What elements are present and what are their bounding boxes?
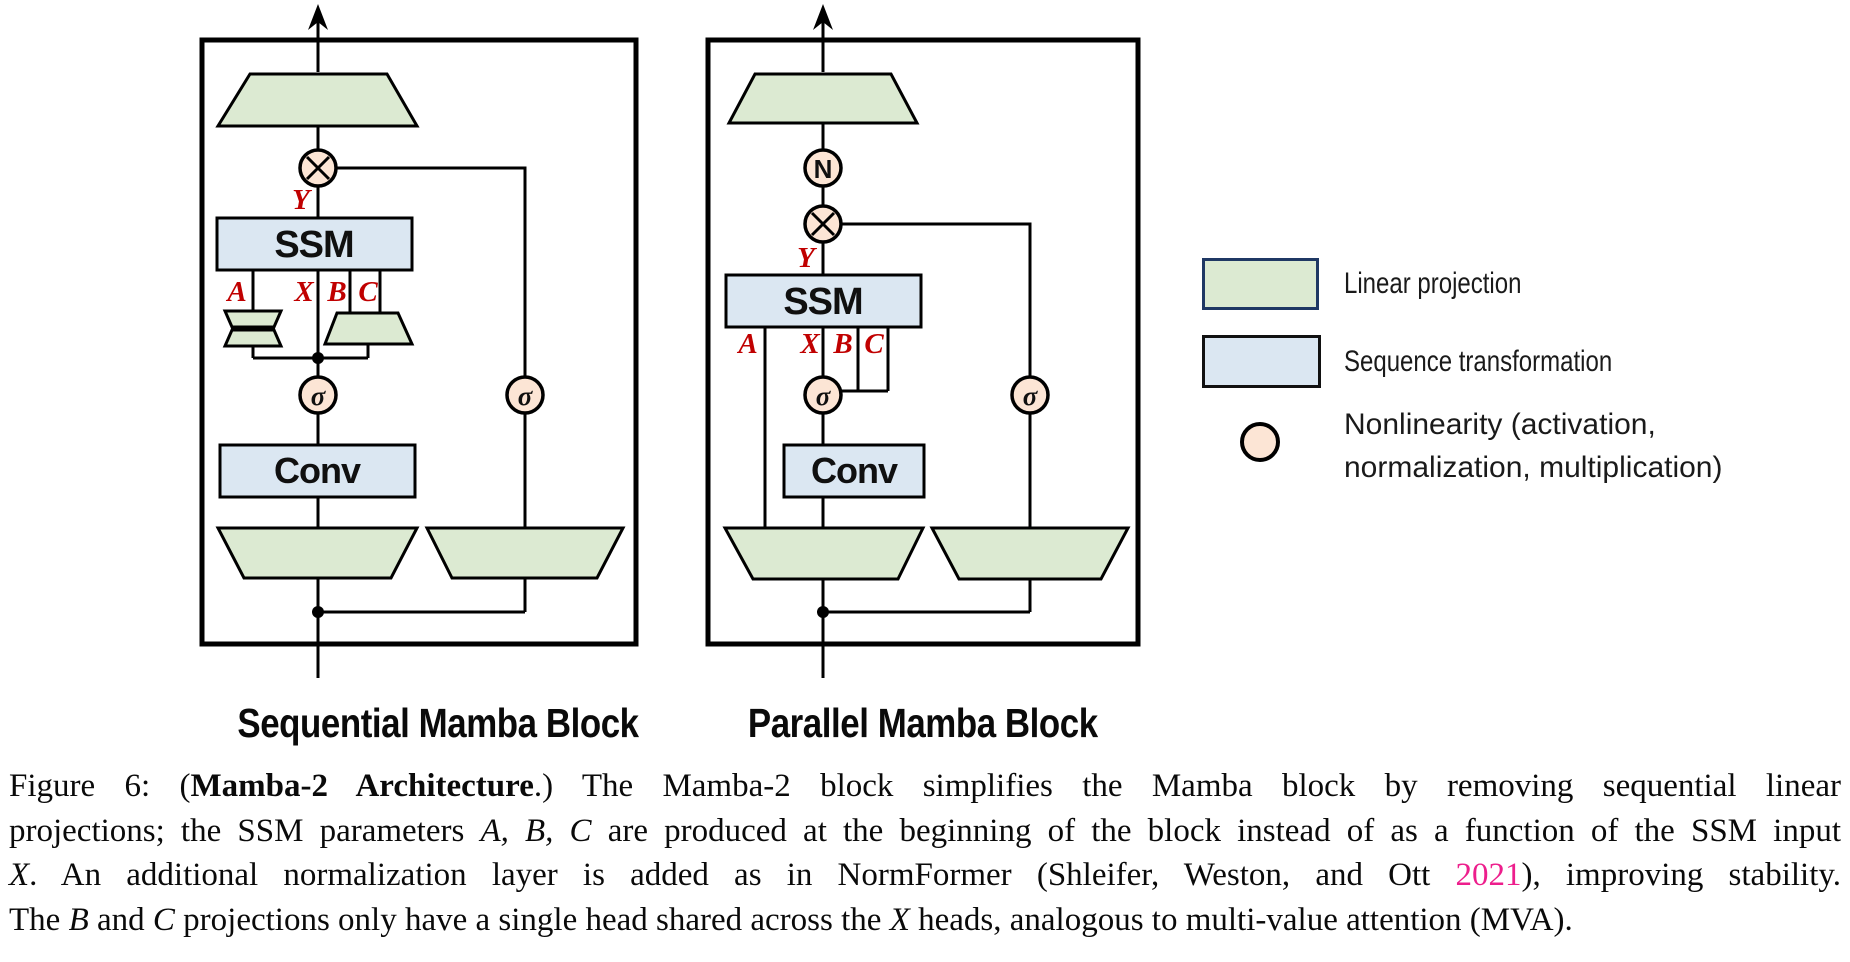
parallel-block-title: Parallel Mamba Block xyxy=(708,700,1138,747)
caption-segment: X xyxy=(889,901,910,938)
bottom-junction-dot xyxy=(312,606,324,618)
figure-caption: Figure 6: (Mamba-2 Architecture.) The Ma… xyxy=(9,764,1841,942)
caption-segment: Figure 6: ( xyxy=(9,768,191,804)
legend-label-text: Sequence transformation xyxy=(1344,345,1613,378)
gate-sigma-circle xyxy=(1010,375,1050,415)
gate-sigma-circle xyxy=(505,375,545,415)
caption-segment: B xyxy=(68,901,89,938)
caption-segment: ), improving stability. xyxy=(1521,857,1841,893)
a-label: A xyxy=(736,328,757,360)
parallel-block: N Y SSM A X B C σ Conv σ xyxy=(705,4,1141,678)
sigma-circle xyxy=(803,375,843,415)
caption-segment: heads, analogous to multi-value attentio… xyxy=(909,901,1573,938)
input-projection-trapezoid xyxy=(215,526,420,580)
output-projection-trapezoid xyxy=(215,72,420,128)
caption-segment: projections only have a single head shar… xyxy=(174,901,890,938)
sequential-block-title: Sequential Mamba Block xyxy=(202,700,639,747)
sequential-block: Y SSM A X B C σ Conv σ xyxy=(199,4,639,678)
sigma-circle xyxy=(298,375,338,415)
caption-segment: The xyxy=(9,901,69,938)
caption-line-1: Figure 6: (Mamba-2 Architecture.) The Ma… xyxy=(9,764,1841,809)
gate-branch-line xyxy=(336,166,527,612)
legend-nonlinearity-swatch xyxy=(1240,422,1280,462)
multiply-cross-icon xyxy=(810,211,836,237)
caption-segment: are produced at the beginning of the blo… xyxy=(591,812,1841,849)
bottom-junction-dot xyxy=(817,606,829,618)
gate-sigma-label: σ xyxy=(518,381,534,411)
sigma-label: σ xyxy=(311,381,327,411)
caption-segment: . An additional normalization layer is a… xyxy=(29,857,1456,893)
a-projection-hourglass-top xyxy=(222,309,284,329)
caption-segment: X xyxy=(9,857,30,893)
gate-sigma-label: σ xyxy=(1023,381,1039,411)
norm-circle xyxy=(803,148,843,188)
parallel-outer-box xyxy=(705,37,1141,647)
legend-sequence-transformation-swatch xyxy=(1202,335,1321,388)
parallel-block-title-text: Parallel Mamba Block xyxy=(748,700,1098,746)
a-label: A xyxy=(225,276,246,308)
sequential-block-title-text: Sequential Mamba Block xyxy=(237,700,639,746)
y-label: Y xyxy=(292,184,312,216)
bc-projection-trapezoid xyxy=(322,311,415,346)
gate-projection-trapezoid xyxy=(929,526,1131,581)
multiply-cross-icon xyxy=(305,155,331,181)
ssm-box xyxy=(724,273,923,329)
x-label: X xyxy=(293,276,314,308)
legend-label-text: normalization, multiplication) xyxy=(1344,450,1723,484)
output-arrow-icon xyxy=(813,4,833,30)
gate-branch-line xyxy=(841,222,1032,612)
legend-label-text: Linear projection xyxy=(1344,267,1522,300)
output-projection-trapezoid xyxy=(726,72,920,125)
norm-label: N xyxy=(814,154,833,184)
caption-line-2: projections; the SSM parameters A, B, C … xyxy=(9,809,1841,854)
conv-box xyxy=(782,443,926,499)
ssm-label: SSM xyxy=(274,224,353,266)
sigma-label: σ xyxy=(816,381,832,411)
input-projection-trapezoid xyxy=(722,526,926,581)
junction-dot xyxy=(312,352,324,364)
caption-line-3: X. An additional normalization layer is … xyxy=(9,853,1841,898)
ssm-box xyxy=(215,216,414,272)
x-label: X xyxy=(799,328,820,360)
gate-projection-trapezoid xyxy=(424,526,626,580)
legend-linear-projection-label: Linear projection xyxy=(1344,258,1566,310)
a-projection-hourglass-bottom xyxy=(222,328,284,348)
caption-segment: .) The Mamba-2 block simplifies the Mamb… xyxy=(533,768,1841,804)
caption-segment: Mamba-2 Architecture xyxy=(190,768,534,804)
legend-label-text: Nonlinearity (activation, xyxy=(1344,408,1656,441)
caption-segment: C xyxy=(152,901,175,938)
output-arrow-icon xyxy=(308,4,328,30)
caption-segment: A, B, C xyxy=(480,812,592,849)
c-label: C xyxy=(864,328,884,360)
conv-label: Conv xyxy=(274,450,361,491)
mamba-block-diagrams: Y SSM A X B C σ Conv σ xyxy=(199,4,1141,678)
conv-box xyxy=(218,443,417,499)
c-label: C xyxy=(358,276,378,308)
legend-sequence-transformation-label: Sequence transformation xyxy=(1344,335,1679,388)
caption-segment: projections; the SSM parameters xyxy=(9,812,481,849)
caption-line-4: The B and C projections only have a sing… xyxy=(9,898,1841,943)
caption-segment: and xyxy=(88,901,153,938)
citation-year-link[interactable]: 2021 xyxy=(1455,857,1522,893)
legend-nonlinearity-label: Nonlinearity (activation, normalization,… xyxy=(1344,404,1723,489)
y-label: Y xyxy=(797,242,817,274)
conv-label: Conv xyxy=(811,450,898,491)
sequential-outer-box xyxy=(199,37,639,647)
legend-linear-projection-swatch xyxy=(1202,258,1319,310)
b-label: B xyxy=(832,328,852,360)
b-label: B xyxy=(326,276,346,308)
ssm-label: SSM xyxy=(783,281,862,323)
